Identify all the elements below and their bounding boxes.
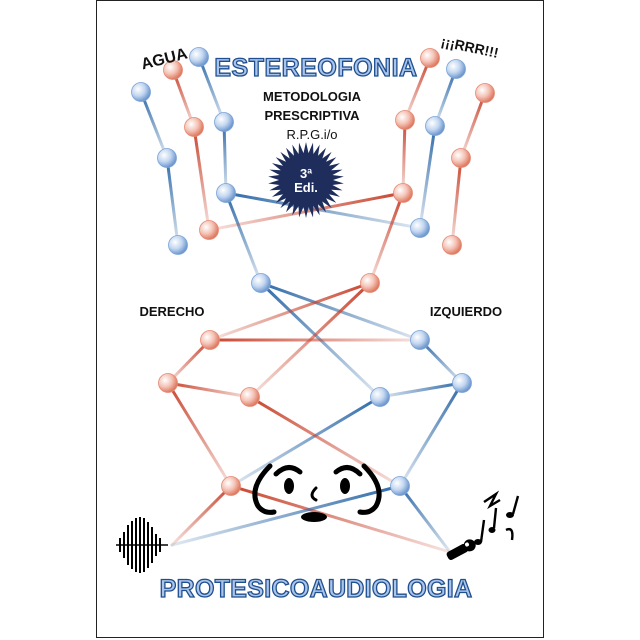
connector-line [165,156,180,247]
connector-line [459,91,487,160]
connector-line [418,338,464,385]
blue-node [216,183,236,203]
red-node [442,235,462,255]
connector-lines [139,55,487,554]
connector-line [222,120,228,195]
subtitle-line-2: PRESCRIPTIVA [264,108,360,123]
cover-frame [96,0,544,638]
red-node [200,330,220,350]
connector-line [166,338,212,385]
connector-line [418,124,437,230]
connector-line [197,55,226,124]
connector-line [139,90,169,160]
red-node [199,220,219,240]
connector-line [166,381,233,488]
red-node [158,373,178,393]
red-node [451,148,471,168]
connector-line [450,156,463,247]
connector-line [378,381,464,399]
red-node [184,117,204,137]
edition-label: Edi. [294,180,318,195]
blue-node [157,148,177,168]
connector-line [229,395,382,488]
blue-node [370,387,390,407]
label-derecho: DERECHO [139,304,204,319]
red-node [475,83,495,103]
blue-node [452,373,472,393]
blue-node [390,476,410,496]
subtitle-line-3: R.P.G.i/o [286,127,337,142]
starburst-icon: 3ª Edi. [268,142,344,218]
red-node [240,387,260,407]
blue-node [410,218,430,238]
connector-line [433,67,458,128]
label-izquierdo: IZQUIERDO [430,304,502,319]
connector-line [398,381,464,488]
subtitle-line-1: METODOLOGIA [263,89,362,104]
red-node [420,48,440,68]
blue-node [189,47,209,67]
edition-number: 3ª [300,166,312,181]
connector-line [170,484,402,547]
connector-line [208,281,372,342]
connector-line [171,68,196,129]
blue-node [131,82,151,102]
connector-line [248,395,402,488]
corner-right-word: ¡¡¡RRR!!! [440,33,500,61]
blue-node [251,273,271,293]
connector-line [170,484,233,547]
blue-node [446,59,466,79]
red-node [163,60,183,80]
music-notes-icon [474,490,520,545]
connector-line [368,191,405,285]
connector-line [192,125,211,232]
connector-line [403,56,432,122]
sound-wave-icon [116,517,168,573]
blue-node [168,235,188,255]
connector-line [166,381,252,399]
title-top: ESTEREOFONIA [214,54,417,82]
face-icon [252,463,382,522]
blue-node [425,116,445,136]
blue-node [214,112,234,132]
microphone-icon [446,539,476,560]
blue-node [410,330,430,350]
red-node [360,273,380,293]
connector-line [401,118,407,195]
connector-line [398,484,452,554]
connector-line [224,191,263,285]
red-node [393,183,413,203]
title-bottom: PROTESICOAUDIOLOGIA [160,575,473,603]
red-node [221,476,241,496]
nodes [131,47,495,496]
red-node [395,110,415,130]
connector-line [229,484,452,554]
connector-line [224,191,422,230]
